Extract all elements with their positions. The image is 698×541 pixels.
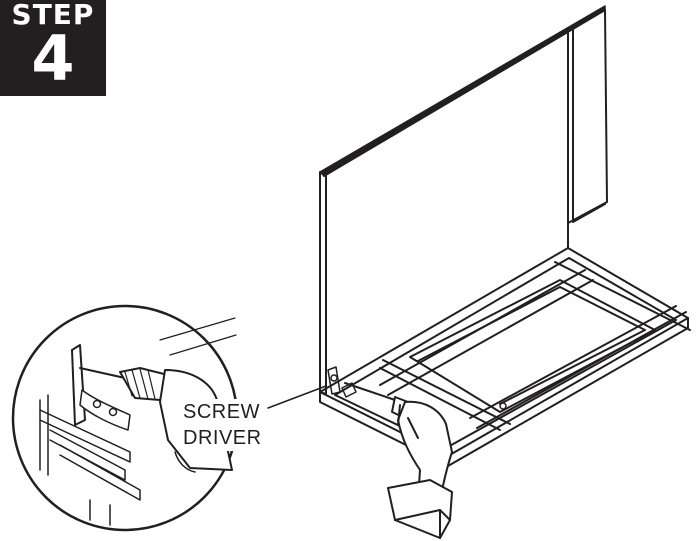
callout-line-2: DRIVER xyxy=(183,427,262,449)
step-badge: STEP 4 xyxy=(0,0,106,96)
back-panel xyxy=(319,5,608,395)
screwdriver-callout: SCREW DRIVER xyxy=(181,399,264,451)
screwdriver-drill-icon xyxy=(344,382,453,539)
callout-line-1: SCREW xyxy=(183,401,260,423)
callout-leader-line xyxy=(267,385,327,409)
step-label: STEP xyxy=(11,0,95,31)
step-number: 4 xyxy=(31,22,75,95)
base-frame xyxy=(319,247,691,467)
